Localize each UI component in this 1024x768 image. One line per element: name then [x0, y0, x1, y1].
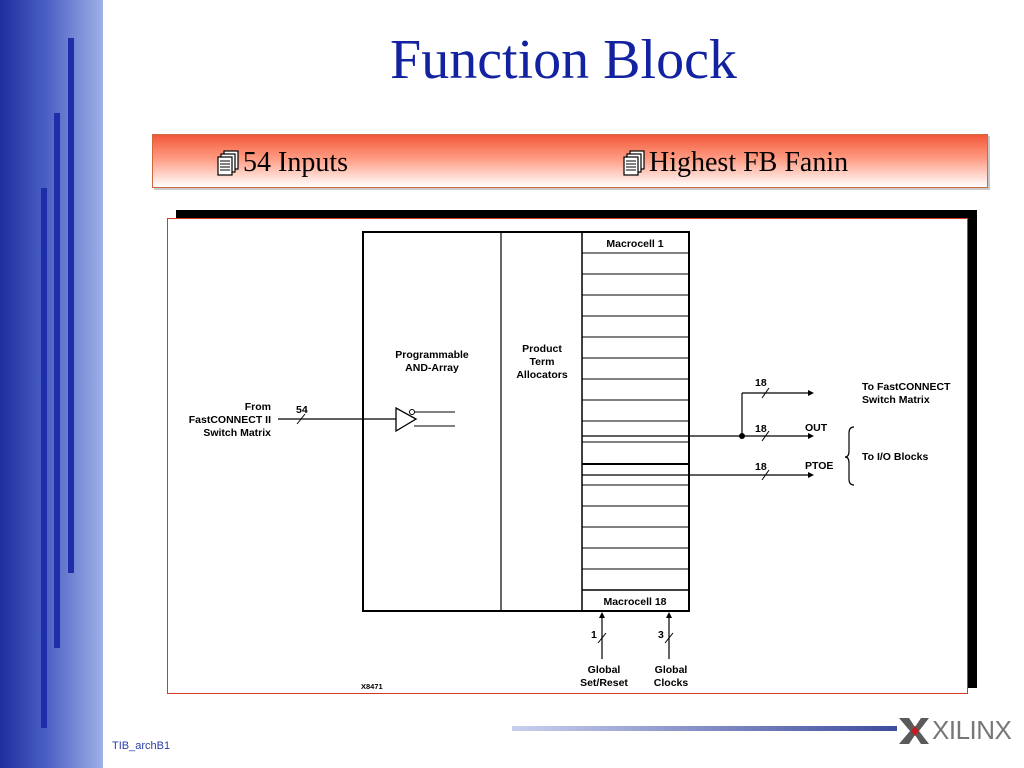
bus-width-label: 1	[591, 629, 597, 641]
bullet-text: 54 Inputs	[243, 147, 348, 178]
bus-slash	[296, 413, 306, 425]
logo-wordmark: XILINX	[932, 715, 1012, 745]
sidebar-stripe	[68, 38, 74, 573]
to-fastconnect-label: To FastCONNECT	[862, 381, 951, 393]
macrocell-18-label: Macrocell 18	[603, 596, 666, 608]
arrow-head-icon	[808, 390, 814, 396]
footer-code: TIB_archB1	[112, 740, 171, 752]
bullet-item: Highest FB Fanin	[621, 147, 848, 179]
sidebar-stripe	[54, 113, 60, 648]
sidebar-stripe	[41, 188, 47, 728]
bus-width-label: 18	[755, 461, 767, 473]
arrow-head-icon	[808, 472, 814, 478]
bus-width-label: 18	[755, 377, 767, 389]
bus-slash	[761, 469, 770, 481]
bus-width-label: 18	[755, 423, 767, 435]
arrow-head-icon	[666, 612, 672, 618]
global-clocks-label: Clocks	[654, 677, 689, 689]
pta-label: Allocators	[516, 369, 568, 381]
and-array-label: Programmable	[395, 349, 469, 361]
ptoe-label: PTOE	[805, 460, 833, 472]
bus-slash	[761, 430, 770, 442]
brace-icon	[844, 426, 855, 486]
and-array-label: AND-Array	[405, 362, 459, 374]
arrow-head-icon	[599, 612, 605, 618]
bus-slash	[664, 632, 674, 644]
sidebar-gradient	[0, 0, 103, 768]
function-block-diagram: Macrocell 1 Macrocell 18 Programmable AN…	[167, 218, 968, 694]
document-stack-icon	[623, 150, 645, 176]
input-source-label: From	[245, 401, 271, 413]
input-bus-width: 54	[296, 404, 308, 416]
arrow-head-icon	[808, 433, 814, 439]
bullet-text: Highest FB Fanin	[649, 147, 849, 178]
input-source-label: FastCONNECT II	[189, 414, 271, 426]
feature-banner: 54 Inputs Highest FB Fanin	[152, 134, 988, 188]
bullet-item: 54 Inputs	[215, 147, 348, 179]
diagram-canvas: Macrocell 1 Macrocell 18 Programmable AN…	[189, 231, 951, 691]
to-io-label: To I/O Blocks	[862, 451, 928, 463]
macrocell-1-label: Macrocell 1	[606, 238, 663, 250]
global-setreset-label: Set/Reset	[580, 677, 628, 689]
to-fastconnect-label: Switch Matrix	[862, 394, 930, 406]
bus-slash	[597, 632, 607, 644]
global-clocks-label: Global	[655, 664, 688, 676]
out-label: OUT	[805, 422, 828, 434]
page-title: Function Block	[390, 29, 737, 91]
bus-slash	[761, 387, 770, 399]
pta-label: Product	[522, 343, 562, 355]
xilinx-logo: XILINX	[898, 715, 1012, 746]
input-buffer-icon	[395, 406, 418, 433]
pta-label: Term	[530, 356, 555, 368]
bus-width-label: 3	[658, 629, 664, 641]
inverter-bubble-icon	[409, 409, 415, 415]
footer-rule	[512, 726, 897, 731]
xilinx-mark-icon	[899, 717, 929, 744]
figure-id: X8471	[361, 682, 383, 691]
macrocell-dividers	[582, 252, 689, 591]
input-source-label: Switch Matrix	[203, 427, 271, 439]
document-stack-icon	[217, 150, 239, 176]
global-setreset-label: Global	[588, 664, 621, 676]
